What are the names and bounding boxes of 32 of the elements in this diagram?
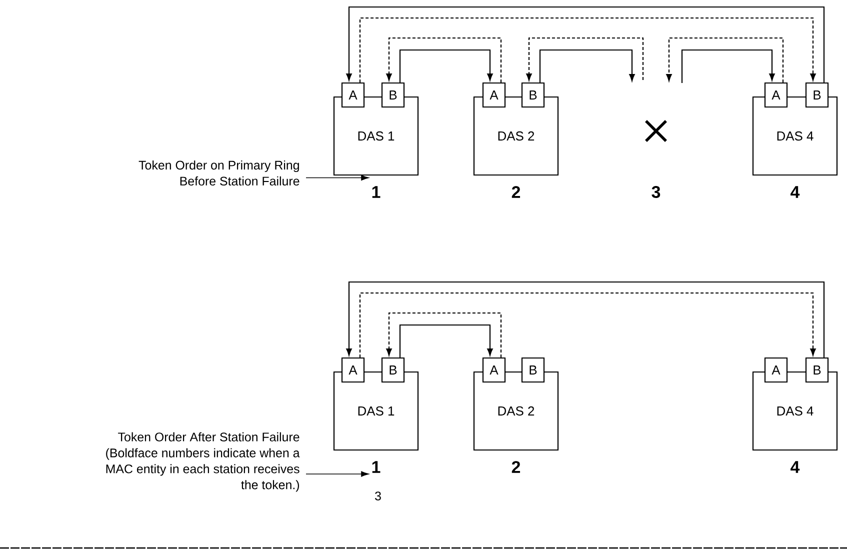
ring-arrow (346, 6, 825, 82)
pointer-arrow (306, 471, 369, 477)
port-box: B (521, 357, 545, 383)
ring-arrow (346, 281, 825, 358)
port-box: B (381, 82, 405, 108)
ring-arrow (399, 324, 493, 358)
port-box: B (805, 82, 829, 108)
port-box: B (381, 357, 405, 383)
ring-arrow (526, 37, 644, 81)
port-box: A (341, 357, 365, 383)
ring-arrow (399, 49, 493, 82)
annotation-text: Token Order After Station Failure (Boldface numbers indicate when a MAC entity in each station receives the token.) (106, 432, 300, 492)
port-box: A (482, 357, 506, 383)
annotation-text: Token Order on Primary Ring Before Station Failure (138, 160, 300, 186)
ring-arrow (359, 292, 816, 358)
ring-arrow (359, 17, 816, 82)
port-box: A (764, 357, 788, 383)
token-order-number: 3 (652, 186, 660, 198)
port-box: A (341, 82, 365, 108)
token-order-number: 1 (372, 461, 380, 473)
token-order-number: 3 (375, 492, 381, 500)
ring-arrow (666, 37, 784, 82)
ring-arrow (681, 49, 775, 83)
port-box: A (764, 82, 788, 108)
ring-arrow (386, 312, 502, 358)
token-order-number: 1 (372, 186, 380, 198)
port-box: A (482, 82, 506, 108)
ring-arrow (386, 37, 502, 82)
port-box: B (521, 82, 545, 108)
pointer-arrow (306, 174, 369, 180)
port-box: B (805, 357, 829, 383)
ring-arrow (539, 49, 635, 82)
